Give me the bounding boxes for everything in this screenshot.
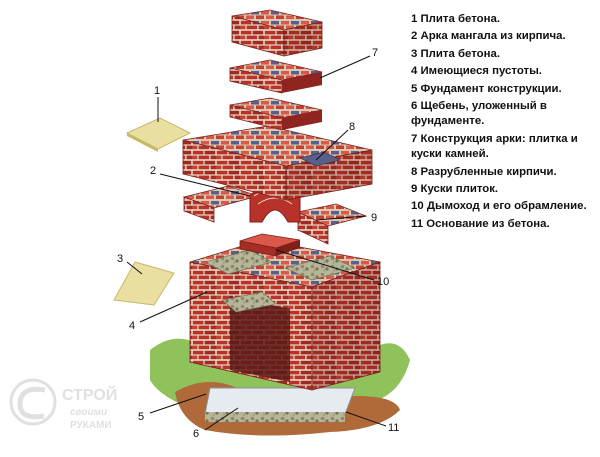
callout-5: 5 [138,411,144,423]
concrete-slab-3 [113,261,175,306]
leader-6 [204,407,239,431]
callout-labels: 1 2 3 4 5 6 7 8 9 10 11 [117,47,399,440]
legend-item: 7 Конструкция арки: плитка и куски камне… [411,132,578,161]
lower-right-face [311,261,381,391]
leader-4 [139,291,208,323]
gravel-foundation [205,412,345,422]
concrete-slab-1 [125,117,192,152]
legend-item: 2 Арка мангала из кирпича. [411,30,566,43]
legend-item: 11 Основание из бетона. [411,217,550,230]
rubble-cavity-1 [204,249,273,275]
watermark-logo-icon [9,378,57,426]
legend-item: 8 Разрубленные кирпичи. [411,165,557,178]
rubble-cavity-3 [221,291,277,313]
middle-right-face [285,149,373,201]
course-top [231,9,323,57]
legend-item: 1 Плита бетона. [411,13,500,25]
legend-item: 6 Щебень, уложенный в фундаменте. [411,100,547,128]
leader-10 [275,249,375,281]
course-2 [229,59,323,94]
callout-1: 1 [154,85,160,97]
leader-7 [319,55,371,79]
middle-block [182,125,373,201]
leader-11 [345,411,387,427]
watermark-line1: СТРОЙ [62,385,117,404]
rubble-cavity-2 [284,255,356,281]
callout-6: 6 [193,428,199,440]
front-opening [230,296,290,382]
arch-left-wing-front [183,196,215,223]
leader-8 [315,129,349,161]
leader-2 [159,173,251,197]
legend-item: 3 Плита бетона. [411,47,500,60]
legend-item: 9 Куски плиток. [411,183,499,196]
callout-10: 10 [377,276,389,288]
watermark: СТРОЙ своими РУКАМИ [9,378,117,431]
callout-11: 11 [388,422,399,434]
chimney-piece [239,233,301,257]
legend-item: 10 Дымоход и его обрамление. [411,200,587,213]
callout-4: 4 [129,320,135,332]
leader-3 [126,261,143,275]
lower-front-shade [312,262,380,390]
course-3 [229,97,323,131]
callout-2: 2 [150,165,156,177]
callout-3: 3 [117,253,123,265]
callout-9: 9 [371,212,377,224]
arch-right-wing-front [297,211,329,245]
legend-item: 4 Имеющиеся пустоты. [411,65,542,78]
watermark-line2: своими [70,407,107,418]
legend-item: 5 Фундамент конструкции. [411,82,562,95]
concrete-base [204,387,356,415]
leader-9 [315,215,367,221]
watermark-line3: РУКАМИ [70,420,112,431]
callout-8: 8 [349,121,355,133]
legend: 1 Плита бетона. 2 Арка мангала из кирпич… [411,12,597,234]
leader-lines [126,55,387,431]
leader-5 [149,393,207,414]
lower-structure [189,239,382,391]
callout-7: 7 [372,47,378,59]
cut-bricks-notch [299,151,341,167]
